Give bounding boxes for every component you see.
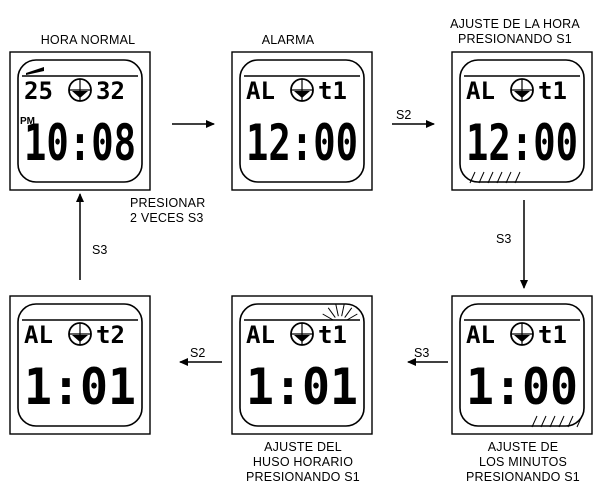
- lcd-top-right: 32: [96, 77, 125, 105]
- flash-mark: [327, 307, 336, 318]
- lcd-top-right: t1: [538, 321, 567, 349]
- flash-mark: [335, 304, 339, 317]
- flash-mark: [531, 415, 538, 428]
- watch-display-alarma-t2: AL t2 1:01: [9, 295, 151, 435]
- signal-bars-icon: [26, 67, 44, 75]
- lcd-screen: [459, 59, 585, 183]
- flash-mark: [469, 171, 476, 184]
- caption-ajuste-minutos: AJUSTE DE LOS MINUTOS PRESIONANDO S1: [466, 440, 580, 484]
- flash-mark: [567, 415, 574, 428]
- caption-alarma: ALARMA: [261, 33, 315, 47]
- lcd-top-left: AL: [246, 321, 275, 349]
- lcd-top-left: AL: [246, 77, 275, 105]
- flash-mark: [505, 171, 512, 184]
- lcd-top-left: AL: [466, 321, 495, 349]
- pm-indicator: PM: [20, 116, 35, 127]
- flash-mark: [514, 171, 521, 184]
- arrow-label-s3-left: S3: [92, 243, 108, 257]
- watch-display-alarma: AL t1 12:00: [231, 51, 373, 191]
- flash-mark: [487, 171, 494, 184]
- arrow-label-s3-right: S3: [496, 232, 512, 246]
- flash-mark: [540, 415, 547, 428]
- lcd-time: 10:08: [24, 114, 136, 172]
- lcd-screen: [17, 303, 143, 427]
- flash-mark: [341, 304, 345, 317]
- lcd-top-right: t2: [96, 321, 125, 349]
- dial-pointer-icon: [72, 335, 88, 342]
- dial-pointer-icon: [72, 91, 88, 98]
- arrow-label-s2-top: S2: [396, 108, 412, 122]
- watch-display-ajuste-hora: AL t1 12:00: [451, 51, 593, 191]
- lcd-time: 1:00: [466, 358, 578, 416]
- lcd-time: 12:00: [466, 114, 578, 172]
- lcd-screen: [459, 303, 585, 427]
- flash-mark: [344, 307, 353, 318]
- dial-pointer-icon: [294, 91, 310, 98]
- flash-mark: [496, 171, 503, 184]
- arrow-label-s3-bottom: S3: [414, 346, 430, 360]
- lcd-time: 1:01: [246, 358, 358, 416]
- lcd-time: 1:01: [24, 358, 136, 416]
- flash-mark: [322, 313, 334, 321]
- caption-ajuste-hora: AJUSTE DE LA HORA PRESIONANDO S1: [450, 17, 580, 46]
- caption-presionar: PRESIONAR 2 VECES S3: [130, 196, 206, 225]
- lcd-time: 12:00: [246, 114, 358, 172]
- lcd-top-left: AL: [466, 77, 495, 105]
- caption-hora-normal: HORA NORMAL: [40, 33, 136, 47]
- lcd-screen: [239, 59, 365, 183]
- dial-pointer-icon: [514, 335, 530, 342]
- lcd-top-left: 25: [24, 77, 53, 105]
- flash-mark: [478, 171, 485, 184]
- dial-pointer-icon: [514, 91, 530, 98]
- lcd-screen: [239, 303, 365, 427]
- caption-ajuste-huso: AJUSTE DEL HUSO HORARIO PRESIONANDO S1: [246, 440, 360, 484]
- flash-mark: [549, 415, 556, 428]
- lcd-top-right: t1: [318, 77, 347, 105]
- arrow-label-s2-bottom: S2: [190, 346, 206, 360]
- lcd-screen: [17, 59, 143, 183]
- flash-mark: [346, 313, 358, 321]
- flash-mark: [576, 415, 583, 428]
- lcd-top-right: t1: [318, 321, 347, 349]
- dial-pointer-icon: [294, 335, 310, 342]
- watch-display-ajuste-huso: AL t1 1:01: [231, 295, 373, 435]
- watch-display-ajuste-minutos: AL t1 1:00: [451, 295, 593, 435]
- lcd-top-right: t1: [538, 77, 567, 105]
- flash-mark: [558, 415, 565, 428]
- lcd-top-left: AL: [24, 321, 53, 349]
